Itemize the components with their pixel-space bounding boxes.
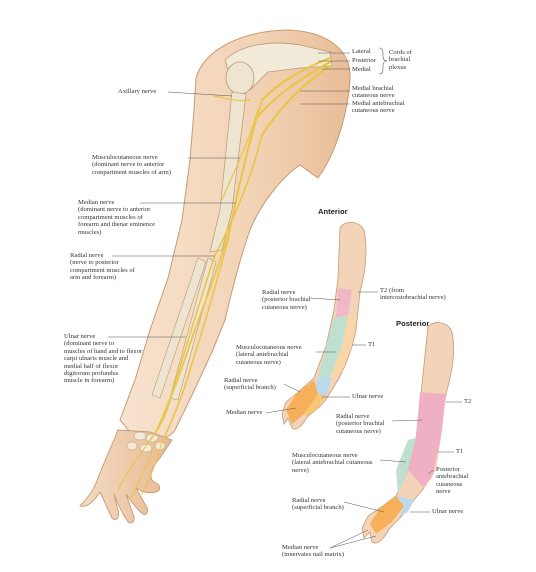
label-musculocutaneous-nerve: Musculocutaneous nerve (dominant nerve t… <box>92 154 171 176</box>
posterior-leader-lines <box>329 401 462 549</box>
anterior-zone-radial-hand <box>286 380 318 424</box>
anterior-label-median-nerve: Median nerve <box>226 409 263 416</box>
posterior-label-musculocutaneous-nerve: Musculocutaneous nerve (lateral antebrac… <box>292 452 373 474</box>
posterior-zone-radial-hand <box>370 496 404 534</box>
posterior-arm <box>361 322 454 544</box>
anterior-label-ulnar-nerve: Ulnar nerve <box>352 393 384 400</box>
label-medial-brachial-cutaneous-nerve: Medial brachial cutaneous nerve <box>352 85 395 100</box>
main-leader-lines <box>108 52 350 338</box>
posterior-label-posterior-antebrachial: Posterior antebrachial cutaneous nerve <box>436 466 469 496</box>
posterior-label-t2: T2 <box>464 398 472 405</box>
label-lateral-cord: Lateral <box>352 48 371 55</box>
posterior-label-radial-nerve: Radial nerve (posterior brachial cutaneo… <box>336 413 385 435</box>
label-cords-of-brachial-plexus: Cords of brachial plexus <box>389 49 412 71</box>
humerus-bone <box>209 91 247 253</box>
posterior-zone-medial <box>424 440 440 488</box>
label-posterior-cord: Posterior <box>352 57 376 64</box>
posterior-zone-radial <box>416 392 446 438</box>
anterior-zone-medial <box>330 316 356 378</box>
anterior-label-t1: T1 <box>368 341 376 348</box>
label-medial-antebrachial-cutaneous-nerve: Medial antebrachial cutaneous nerve <box>352 100 405 115</box>
posterior-label-ulnar-nerve: Ulnar nerve <box>432 508 464 515</box>
anterior-zone-lateral-antebrachial <box>318 316 348 378</box>
anterior-zone-median-hand <box>304 394 326 416</box>
label-ulnar-nerve: Ulnar nerve (dominant nerve to muscles o… <box>64 333 143 385</box>
label-median-nerve: Median nerve (dominant nerve to anterior… <box>78 199 156 236</box>
posterior-zone-ulnar-hand <box>396 496 414 516</box>
posterior-label-t1: T1 <box>456 448 464 455</box>
posterior-zone-lateral-antebrachial <box>396 438 416 494</box>
label-medial-cord: Medial <box>352 66 371 73</box>
anterior-arm <box>281 221 367 430</box>
anterior-title: Anterior <box>318 207 348 216</box>
anterior-arm-skin <box>281 221 367 430</box>
posterior-label-radial-superficial: Radial nerve (superficial branch) <box>292 497 344 512</box>
anterior-label-musculocutaneous-nerve: Musculocutaneous nerve (lateral antebrac… <box>236 344 302 366</box>
nerve-bundle <box>117 56 332 501</box>
ulna-bone <box>151 257 207 399</box>
label-axillary-nerve: Axillary nerve <box>118 88 157 95</box>
anterior-label-t2: T2 (from intercostobrachial nerve) <box>380 287 446 302</box>
posterior-label-median-nerve: Median nerve (innervates nail matrix) <box>282 544 344 559</box>
main-arm <box>79 29 351 524</box>
posterior-title: Posterior <box>396 319 430 328</box>
humerus-head <box>225 61 255 95</box>
anterior-leader-lines <box>265 291 378 414</box>
cords-brace <box>378 47 388 75</box>
anterior-label-radial-nerve: Radial nerve (posterior brachial cutaneo… <box>262 289 311 311</box>
anterior-label-radial-superficial: Radial nerve (superficial branch) <box>224 377 276 392</box>
label-radial-nerve: Radial nerve (nerve to posterior compart… <box>70 252 135 282</box>
anterior-zone-radial <box>336 288 352 318</box>
